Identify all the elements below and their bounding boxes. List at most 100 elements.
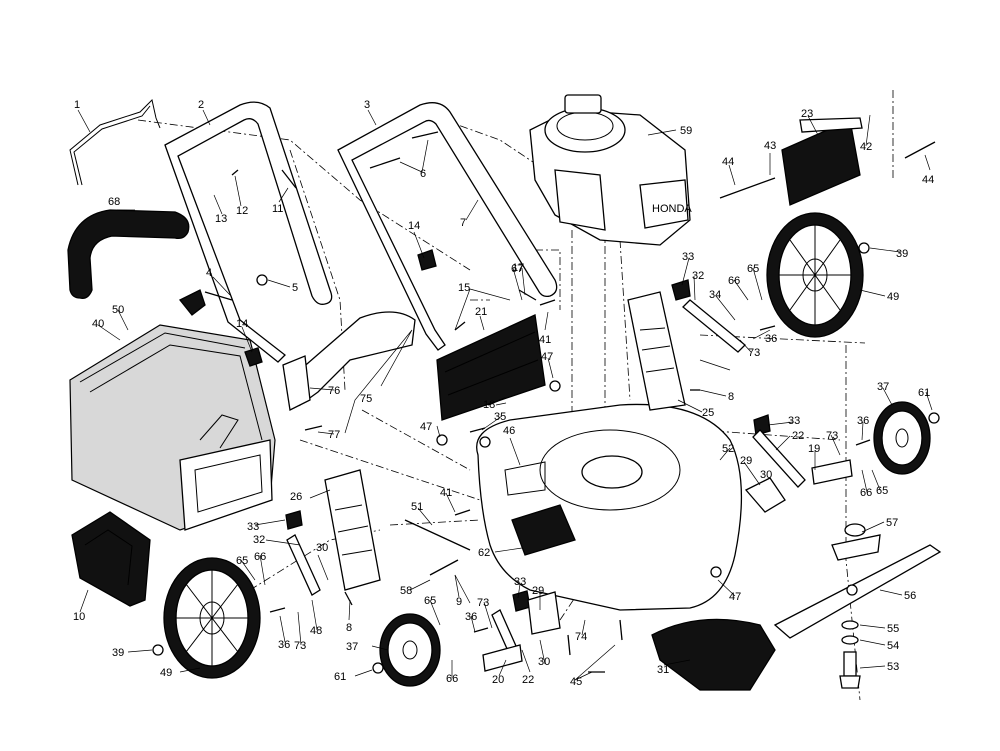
callout: 33	[682, 251, 694, 263]
callout-labels: 1 2 3 4 5 6 7 8 8 10 11 12 13 14 14 15 1…	[73, 99, 934, 688]
callout: 77	[328, 429, 340, 441]
callout: 44	[922, 174, 934, 186]
callout: 6	[420, 168, 426, 180]
handle-frame-2	[164, 101, 333, 363]
callout: 62	[478, 547, 490, 559]
callout: 37	[877, 381, 889, 393]
callout: 66	[446, 673, 458, 685]
callout: 65	[747, 263, 759, 275]
callout: 36	[765, 333, 777, 345]
engine-brand-badge: HONDA	[652, 203, 692, 215]
callout: 14	[236, 318, 248, 330]
callout: 49	[887, 291, 899, 303]
callout: 40	[92, 318, 104, 330]
callout: 8	[728, 391, 734, 403]
handle-grip	[67, 209, 190, 299]
blade-bolt-stack	[839, 620, 861, 689]
callout: 20	[492, 674, 504, 686]
callout: 68	[108, 196, 120, 208]
callout: 33	[514, 576, 526, 588]
discharge-deflector	[282, 311, 416, 411]
callout: 44	[722, 156, 734, 168]
callout: 66	[728, 275, 740, 287]
callout: 58	[400, 585, 412, 597]
callout: 29	[532, 585, 544, 597]
callout: 18	[483, 399, 495, 411]
callout: 51	[411, 501, 423, 513]
callout: 34	[709, 289, 721, 301]
callout: 17	[512, 262, 524, 274]
callout: 30	[316, 542, 328, 554]
callout: 2	[198, 99, 204, 111]
callout: 55	[887, 623, 899, 635]
callout: 4	[206, 267, 212, 279]
callout: 12	[236, 205, 248, 217]
leader-lines	[77, 109, 933, 681]
wheel-rear-left-large	[163, 557, 261, 679]
callout: 45	[570, 676, 582, 688]
callout: 1	[74, 99, 80, 111]
grass-catcher-bag	[69, 324, 276, 531]
rear-shield	[781, 117, 863, 206]
callout: 29	[740, 455, 752, 467]
blade-guard	[651, 618, 776, 691]
callout: 33	[788, 415, 800, 427]
callout: 73	[826, 430, 838, 442]
callout: 10	[73, 611, 85, 623]
callout: 56	[904, 590, 916, 602]
mower-deck	[476, 403, 743, 611]
callout: 21	[475, 306, 487, 318]
callout: 32	[253, 534, 265, 546]
height-adjuster-front	[324, 469, 381, 591]
height-adjuster-rear	[627, 291, 686, 411]
callout: 25	[702, 407, 714, 419]
rear-flap	[436, 314, 546, 421]
callout: 47	[541, 351, 553, 363]
callout: 36	[465, 611, 477, 623]
callout: 23	[801, 108, 813, 120]
callout: 35	[494, 411, 506, 423]
small-hardware	[152, 131, 940, 674]
callout: 65	[236, 555, 248, 567]
mower-blade	[773, 544, 942, 639]
callout: 66	[860, 487, 872, 499]
callout: 65	[424, 595, 436, 607]
callout: 5	[292, 282, 298, 294]
callout: 47	[420, 421, 432, 433]
callout: 39	[896, 248, 908, 260]
callout: 66	[254, 551, 266, 563]
callout: 7	[460, 217, 466, 229]
callout: 19	[808, 443, 820, 455]
callout: 39	[112, 647, 124, 659]
callout: 61	[918, 387, 930, 399]
callout: 8	[346, 622, 352, 634]
callout: 22	[522, 674, 534, 686]
callout: 67	[511, 263, 523, 275]
upper-handle-rod	[69, 99, 161, 186]
blade-adapter	[831, 523, 881, 561]
callout: 14	[408, 220, 420, 232]
callout: 74	[575, 631, 587, 643]
callout: 73	[477, 597, 489, 609]
callout: 73	[748, 347, 760, 359]
callout: 48	[310, 625, 322, 637]
callout: 36	[857, 415, 869, 427]
callout: 43	[764, 140, 776, 152]
callout: 49	[160, 667, 172, 679]
callout: 31	[657, 664, 669, 676]
callout: 33	[247, 521, 259, 533]
handle-frame-3	[337, 102, 558, 351]
callout: 30	[538, 656, 550, 668]
callout: 13	[215, 213, 227, 225]
callout: 36	[278, 639, 290, 651]
callout: 53	[887, 661, 899, 673]
callout: 37	[346, 641, 358, 653]
callout: 52	[722, 443, 734, 455]
callout: 41	[539, 334, 551, 346]
callout: 41	[440, 487, 452, 499]
callout: 11	[272, 203, 283, 215]
callout: 22	[792, 430, 804, 442]
callout: 26	[290, 491, 302, 503]
callout: 54	[887, 640, 899, 652]
